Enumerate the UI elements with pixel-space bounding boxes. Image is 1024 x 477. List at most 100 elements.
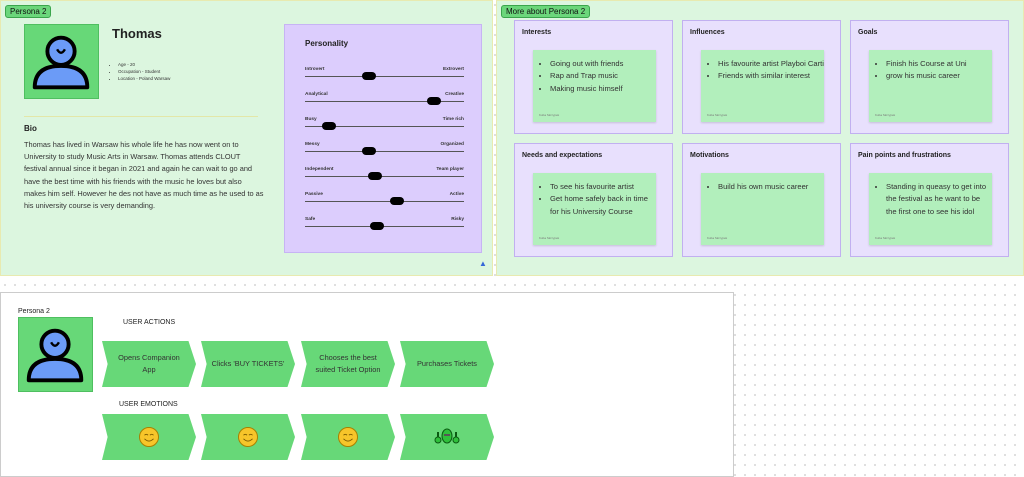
personality-slider[interactable]: Passive Active: [305, 192, 464, 212]
action-step[interactable]: Purchases Tickets: [400, 341, 494, 387]
smiling-face-icon: [139, 427, 159, 447]
sticky-note[interactable]: His favourite artist Playboi CartiFriend…: [701, 50, 824, 122]
personality-slider[interactable]: Independent Team player: [305, 167, 464, 187]
info-card: GoalsFinish his Course at Unigrow his mu…: [850, 20, 1009, 134]
slider-track: [305, 101, 464, 102]
smiling-face-icon: [338, 427, 358, 447]
user-marker-icon: ▲: [479, 259, 487, 268]
user-icon: [26, 328, 84, 383]
personality-slider[interactable]: Busy Time rich: [305, 117, 464, 137]
sticky-author: Kuba Skrzypek: [707, 236, 728, 240]
action-step[interactable]: Clicks 'BUY TICKETS': [201, 341, 295, 387]
journey-map: Persona 2 USER ACTIONS USER EMOTIONS Ope…: [0, 292, 734, 477]
card-item: Friends with similar interest: [718, 70, 824, 82]
sticky-author: Kuba Skrzypek: [875, 113, 896, 117]
persona-tag[interactable]: Persona 2: [5, 5, 52, 18]
sticky-note[interactable]: Going out with friendsRap and Trap music…: [533, 50, 656, 122]
sticky-note[interactable]: Finish his Course at Unigrow his music c…: [869, 50, 992, 122]
card-item: His favourite artist Playboi Carti: [718, 58, 824, 70]
fact-location: Location - Poland Warsaw: [118, 75, 170, 82]
card-item: Finish his Course at Uni: [886, 58, 992, 70]
card-title: Needs and expectations: [522, 152, 603, 159]
slider-right-label: Time rich: [442, 117, 464, 122]
card-title: Goals: [858, 29, 878, 36]
slider-track: [305, 176, 464, 177]
card-item: grow his music career: [886, 70, 992, 82]
action-step[interactable]: Chooses the best suited Ticket Option: [301, 341, 395, 387]
action-label: Chooses the best suited Ticket Option: [315, 353, 381, 374]
slider-thumb[interactable]: [369, 222, 384, 230]
info-card: InfluencesHis favourite artist Playboi C…: [682, 20, 841, 134]
action-step[interactable]: Opens Companion App: [102, 341, 196, 387]
emotion-step[interactable]: [102, 414, 196, 460]
slider-left-label: Introvert: [305, 67, 325, 72]
user-emotions-label: USER EMOTIONS: [119, 401, 178, 408]
emotion-step[interactable]: [400, 414, 494, 460]
card-item: Rap and Trap music: [550, 70, 656, 82]
slider-left-label: Analytical: [305, 92, 328, 97]
slider-track: [305, 76, 464, 77]
slider-right-label: Creative: [445, 92, 464, 97]
personality-title: Personality: [305, 39, 349, 48]
personality-slider[interactable]: Introvert Extrovert: [305, 67, 464, 87]
persona-frame: Persona 2 Thomas Age - 20 Occupation - S…: [0, 0, 493, 276]
card-item: To see his favourite artist: [550, 181, 656, 193]
journey-persona-label: Persona 2: [18, 308, 50, 315]
slider-track: [305, 151, 464, 152]
user-icon: [32, 35, 90, 90]
more-tag[interactable]: More about Persona 2: [501, 5, 591, 18]
user-actions-label: USER ACTIONS: [123, 319, 176, 326]
sticky-note[interactable]: Standing in queasy to get into the festi…: [869, 173, 992, 245]
slider-right-label: Active: [449, 192, 464, 197]
slider-right-label: Extrovert: [442, 67, 464, 72]
info-card: MotivationsBuild his own music careerKub…: [682, 143, 841, 257]
info-card: Pain points and frustrationsStanding in …: [850, 143, 1009, 257]
slider-left-label: Passive: [305, 192, 323, 197]
slider-right-label: Risky: [451, 217, 464, 222]
action-label: Clicks 'BUY TICKETS': [211, 359, 285, 368]
slider-left-label: Busy: [305, 117, 317, 122]
info-card: InterestsGoing out with friendsRap and T…: [514, 20, 673, 134]
slider-thumb[interactable]: [426, 97, 441, 105]
slider-thumb[interactable]: [361, 72, 376, 80]
sticky-author: Kuba Skrzypek: [707, 113, 728, 117]
card-item: Going out with friends: [550, 58, 656, 70]
sticky-author: Kuba Skrzypek: [539, 113, 560, 117]
bio-text: Thomas has lived in Warsaw his whole lif…: [24, 140, 264, 211]
sticky-note[interactable]: To see his favourite artistGet home safe…: [533, 173, 656, 245]
slider-thumb[interactable]: [367, 172, 382, 180]
emotion-step[interactable]: [201, 414, 295, 460]
slider-thumb[interactable]: [361, 147, 376, 155]
bio-heading: Bio: [24, 124, 37, 133]
personality-slider[interactable]: Analytical Creative: [305, 92, 464, 112]
celebrating-alien-icon: [434, 428, 460, 444]
card-item: Get home safely back in time for his Uni…: [550, 193, 656, 218]
card-item: Build his own music career: [718, 181, 824, 193]
divider: [24, 116, 258, 117]
sticky-author: Kuba Skrzypek: [539, 236, 560, 240]
slider-left-label: Independent: [305, 167, 334, 172]
fact-age: Age - 20: [118, 61, 170, 68]
fact-occupation: Occupation - Student: [118, 68, 170, 75]
smiling-face-icon: [238, 427, 258, 447]
action-label: Opens Companion App: [118, 353, 180, 374]
card-title: Influences: [690, 29, 725, 36]
slider-track: [305, 126, 464, 127]
info-card: Needs and expectations To see his favouri…: [514, 143, 673, 257]
slider-thumb[interactable]: [321, 122, 336, 130]
slider-right-label: Team player: [436, 167, 464, 172]
emotion-step[interactable]: [301, 414, 395, 460]
slider-thumb[interactable]: [390, 197, 405, 205]
action-label: Purchases Tickets: [417, 359, 477, 368]
slider-track: [305, 226, 464, 227]
slider-left-label: Messy: [305, 142, 320, 147]
card-title: Motivations: [690, 152, 729, 159]
persona-facts: Age - 20 Occupation - Student Location -…: [118, 61, 170, 82]
card-title: Interests: [522, 29, 552, 36]
more-frame: More about Persona 2 InterestsGoing out …: [496, 0, 1024, 276]
card-item: Making music himself: [550, 83, 656, 95]
